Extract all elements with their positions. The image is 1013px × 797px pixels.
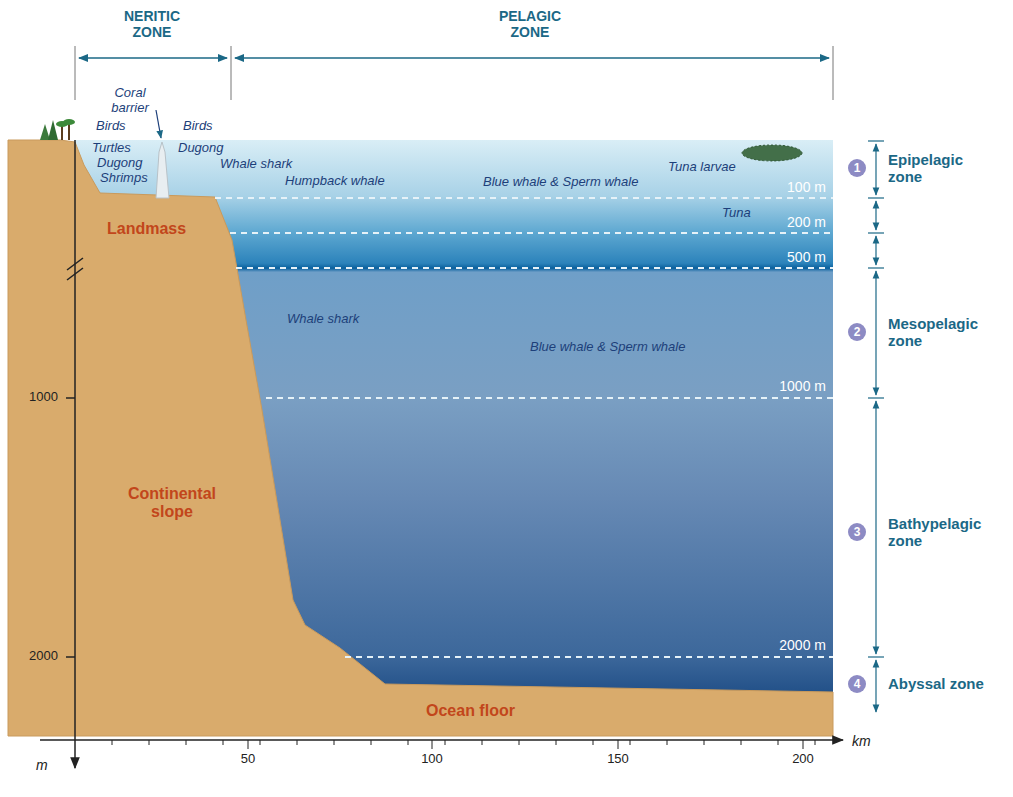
species-label: Tuna [722, 206, 751, 221]
species-label: Shrimps [100, 171, 148, 186]
species-label: Whale shark [287, 312, 359, 327]
species-label: Dugong [97, 156, 143, 171]
terrain-label: Ocean floor [426, 702, 515, 720]
axis-value: 200 [792, 752, 814, 767]
axis-value: 150 [607, 752, 629, 767]
species-label: Dugong [178, 141, 224, 156]
species-label: Tuna larvae [668, 160, 736, 175]
zone-dividers [75, 46, 833, 100]
zone-name: Epipelagic zone [888, 151, 993, 186]
axis-value: 100 [421, 752, 443, 767]
species-label: Blue whale & Sperm whale [483, 175, 638, 190]
depth-lines [215, 198, 833, 657]
axis-unit: km [852, 733, 871, 749]
trees [40, 119, 75, 140]
species-label: Turtles [92, 141, 131, 156]
neritic-span [79, 57, 227, 59]
zone-name: Abyssal zone [888, 675, 1006, 692]
callout-number: 2 [848, 323, 866, 341]
feature-label: Coral barrier [100, 86, 160, 116]
axis-unit: m [36, 757, 48, 773]
zone-heading: PELAGIC ZONE [483, 8, 578, 40]
zone-name: Bathypelagic zone [888, 515, 998, 550]
depth-label: 1000 m [779, 378, 826, 394]
zone-marker: 1 Epipelagic zone [848, 151, 993, 186]
zone-heading: NERITIC ZONE [105, 8, 200, 40]
axis-value: 2000 [29, 649, 58, 664]
axis-value: 1000 [29, 390, 58, 405]
landmass-shape [8, 140, 833, 736]
callout-number: 3 [848, 523, 866, 541]
depth-label: 2000 m [779, 637, 826, 653]
zone-marker: 2 Mesopelagic zone [848, 315, 993, 350]
callout-number: 1 [848, 159, 866, 177]
terrain-label: Continental slope [117, 485, 227, 522]
zone-brackets [868, 141, 884, 712]
axes [40, 140, 843, 768]
callout-number: 4 [848, 675, 866, 693]
zone-marker: 4 Abyssal zone [848, 675, 1006, 693]
species-label: Blue whale & Sperm whale [530, 340, 685, 355]
coral-barrier-shape [156, 142, 169, 198]
species-label: Birds [96, 119, 126, 134]
tuna-larvae-patch [742, 145, 802, 161]
terrain-label: Landmass [107, 220, 186, 238]
axis-ticks [112, 740, 815, 749]
zone-marker: 3 Bathypelagic zone [848, 515, 998, 550]
axis-value: 50 [241, 752, 255, 767]
depth-label: 100 m [787, 179, 826, 195]
depth-label: 200 m [787, 214, 826, 230]
pelagic-span [235, 57, 829, 59]
depth-label: 500 m [787, 249, 826, 265]
species-label: Whale shark [220, 157, 292, 172]
coral-leader [156, 110, 161, 138]
species-label: Humpback whale [285, 174, 385, 189]
zone-name: Mesopelagic zone [888, 315, 993, 350]
species-label: Birds [183, 119, 213, 134]
